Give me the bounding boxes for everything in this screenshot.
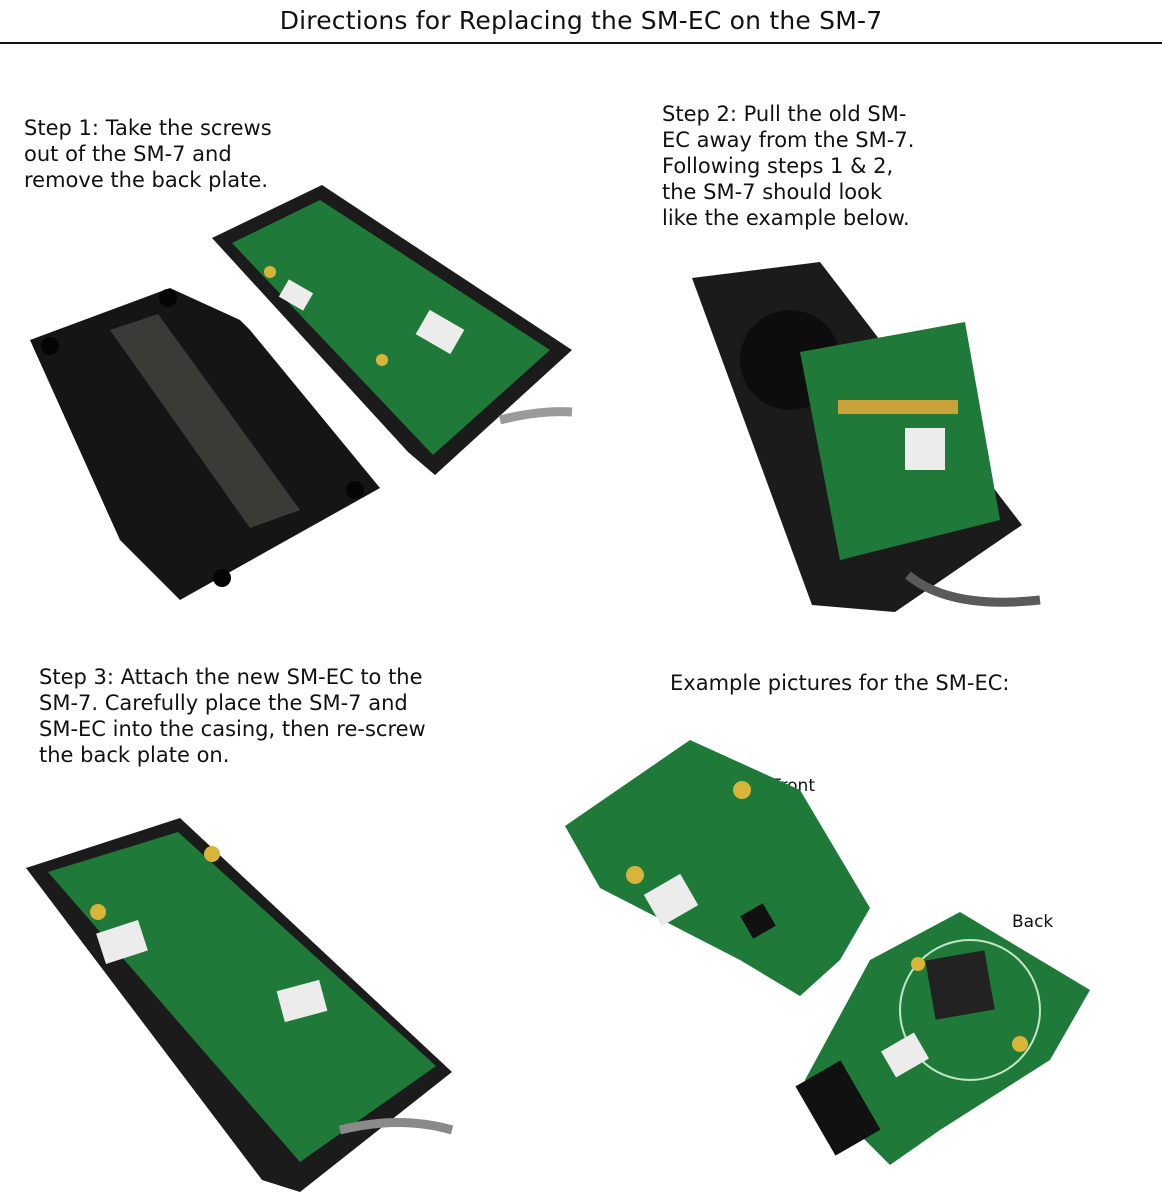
title-divider [0,42,1162,44]
example-heading: Example pictures for the SM-EC: [670,671,1010,695]
step-1-text: Step 1: Take the screws out of the SM-7 … [24,116,272,192]
back-label: Back [1012,912,1054,932]
smec-front-photo [565,740,870,996]
sm7-without-smec-photo [692,262,1041,612]
smec-back-photo [795,912,1090,1165]
back-plate-photo [30,288,380,600]
page-title: Directions for Replacing the SM-EC on th… [279,6,883,35]
assembled-sm7-photo [26,818,454,1192]
step-2-text: Step 2: Pull the old SM- EC away from th… [662,102,915,230]
step-3-text: Step 3: Attach the new SM-EC to the SM-7… [39,665,426,767]
open-sm7-photo [212,185,573,475]
